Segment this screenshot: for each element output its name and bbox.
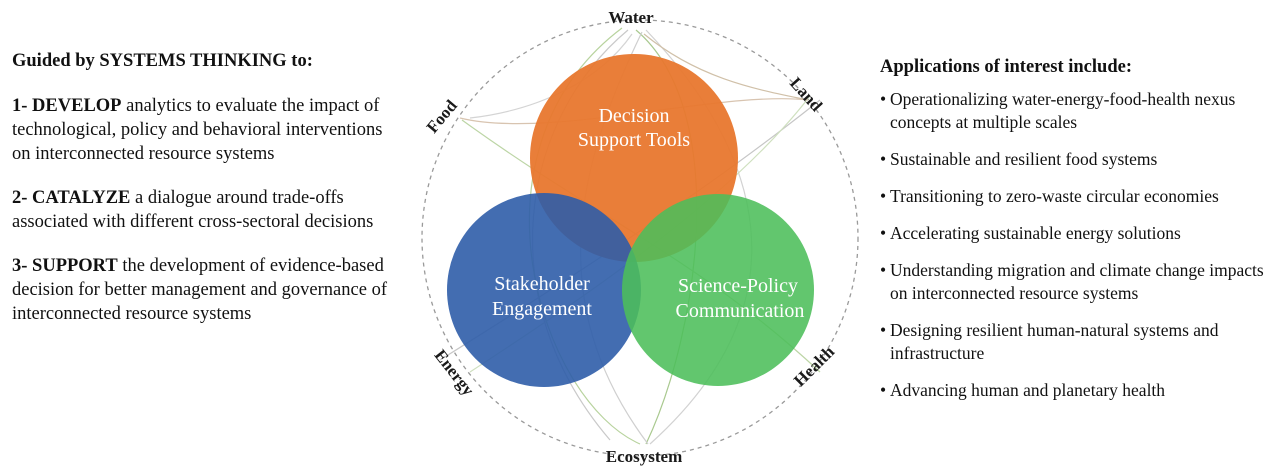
list-item: •Operationalizing water-energy-food-heal…	[880, 89, 1236, 132]
applications-heading: Applications of interest include:	[880, 57, 1132, 77]
venn-circle-science-policy	[622, 194, 814, 386]
list-item: •Accelerating sustainable energy solutio…	[880, 223, 1181, 243]
label-stakeholder-line2: Engagement	[492, 298, 592, 320]
outer-dashed-ring	[421, 19, 859, 457]
nexus-venn-diagram: Decision Support Tools Stakeholder Engag…	[421, 8, 859, 466]
goal-text: analytics to evaluate the impact of tech…	[12, 96, 383, 164]
list-item: •Designing resilient human-natural syste…	[880, 320, 1219, 363]
label-science-line2: Communication	[676, 300, 805, 322]
ring-label-ecosystem: Ecosystem	[606, 447, 682, 466]
bullet-icon: •	[880, 380, 887, 400]
ring-label-food: Food	[423, 96, 462, 137]
ring-label-health: Health	[790, 342, 839, 391]
ring-label-water: Water	[608, 8, 654, 27]
goals-heading: Guided by SYSTEMS THINKING to:	[12, 51, 313, 71]
list-item: •Transitioning to zero-waste circular ec…	[880, 186, 1219, 206]
goal-keyword: CATALYZE	[32, 188, 131, 208]
goal-text: a dialogue around trade-offs associated …	[12, 188, 374, 232]
goal-develop: 1- DEVELOP analytics to evaluate the imp…	[12, 94, 392, 166]
bullet-icon: •	[880, 186, 887, 206]
list-item: •Advancing human and planetary health	[880, 380, 1166, 400]
venn-circle-stakeholder-engagement	[447, 193, 641, 387]
bullet-icon: •	[880, 149, 887, 169]
ring-label-land: Land	[786, 74, 826, 116]
label-stakeholder-line1: Stakeholder	[494, 273, 590, 295]
goals-panel: Guided by SYSTEMS THINKING to: 1- DEVELO…	[12, 50, 392, 346]
label-decision-line2: Support Tools	[578, 129, 690, 151]
label-science-line1: Science-Policy	[678, 275, 798, 297]
bullet-icon: •	[880, 89, 887, 109]
applications-panel: Applications of interest include: •Opera…	[880, 56, 1275, 416]
goal-number: 3-	[12, 256, 28, 276]
goal-number: 1-	[12, 96, 28, 116]
goal-keyword: SUPPORT	[32, 256, 118, 276]
bullet-icon: •	[880, 223, 887, 243]
label-decision-line1: Decision	[598, 105, 669, 127]
goal-text: the development of evidence-based decisi…	[12, 256, 387, 324]
list-item: •Sustainable and resilient food systems	[880, 149, 1158, 169]
goal-number: 2-	[12, 188, 28, 208]
bullet-icon: •	[880, 320, 887, 340]
list-item: •Understanding migration and climate cha…	[880, 260, 1264, 303]
goal-catalyze: 2- CATALYZE a dialogue around trade-offs…	[12, 186, 392, 234]
goal-keyword: DEVELOP	[32, 96, 122, 116]
applications-list: •Operationalizing water-energy-food-heal…	[880, 88, 1275, 402]
goal-support: 3- SUPPORT the development of evidence-b…	[12, 254, 392, 326]
bullet-icon: •	[880, 260, 887, 280]
